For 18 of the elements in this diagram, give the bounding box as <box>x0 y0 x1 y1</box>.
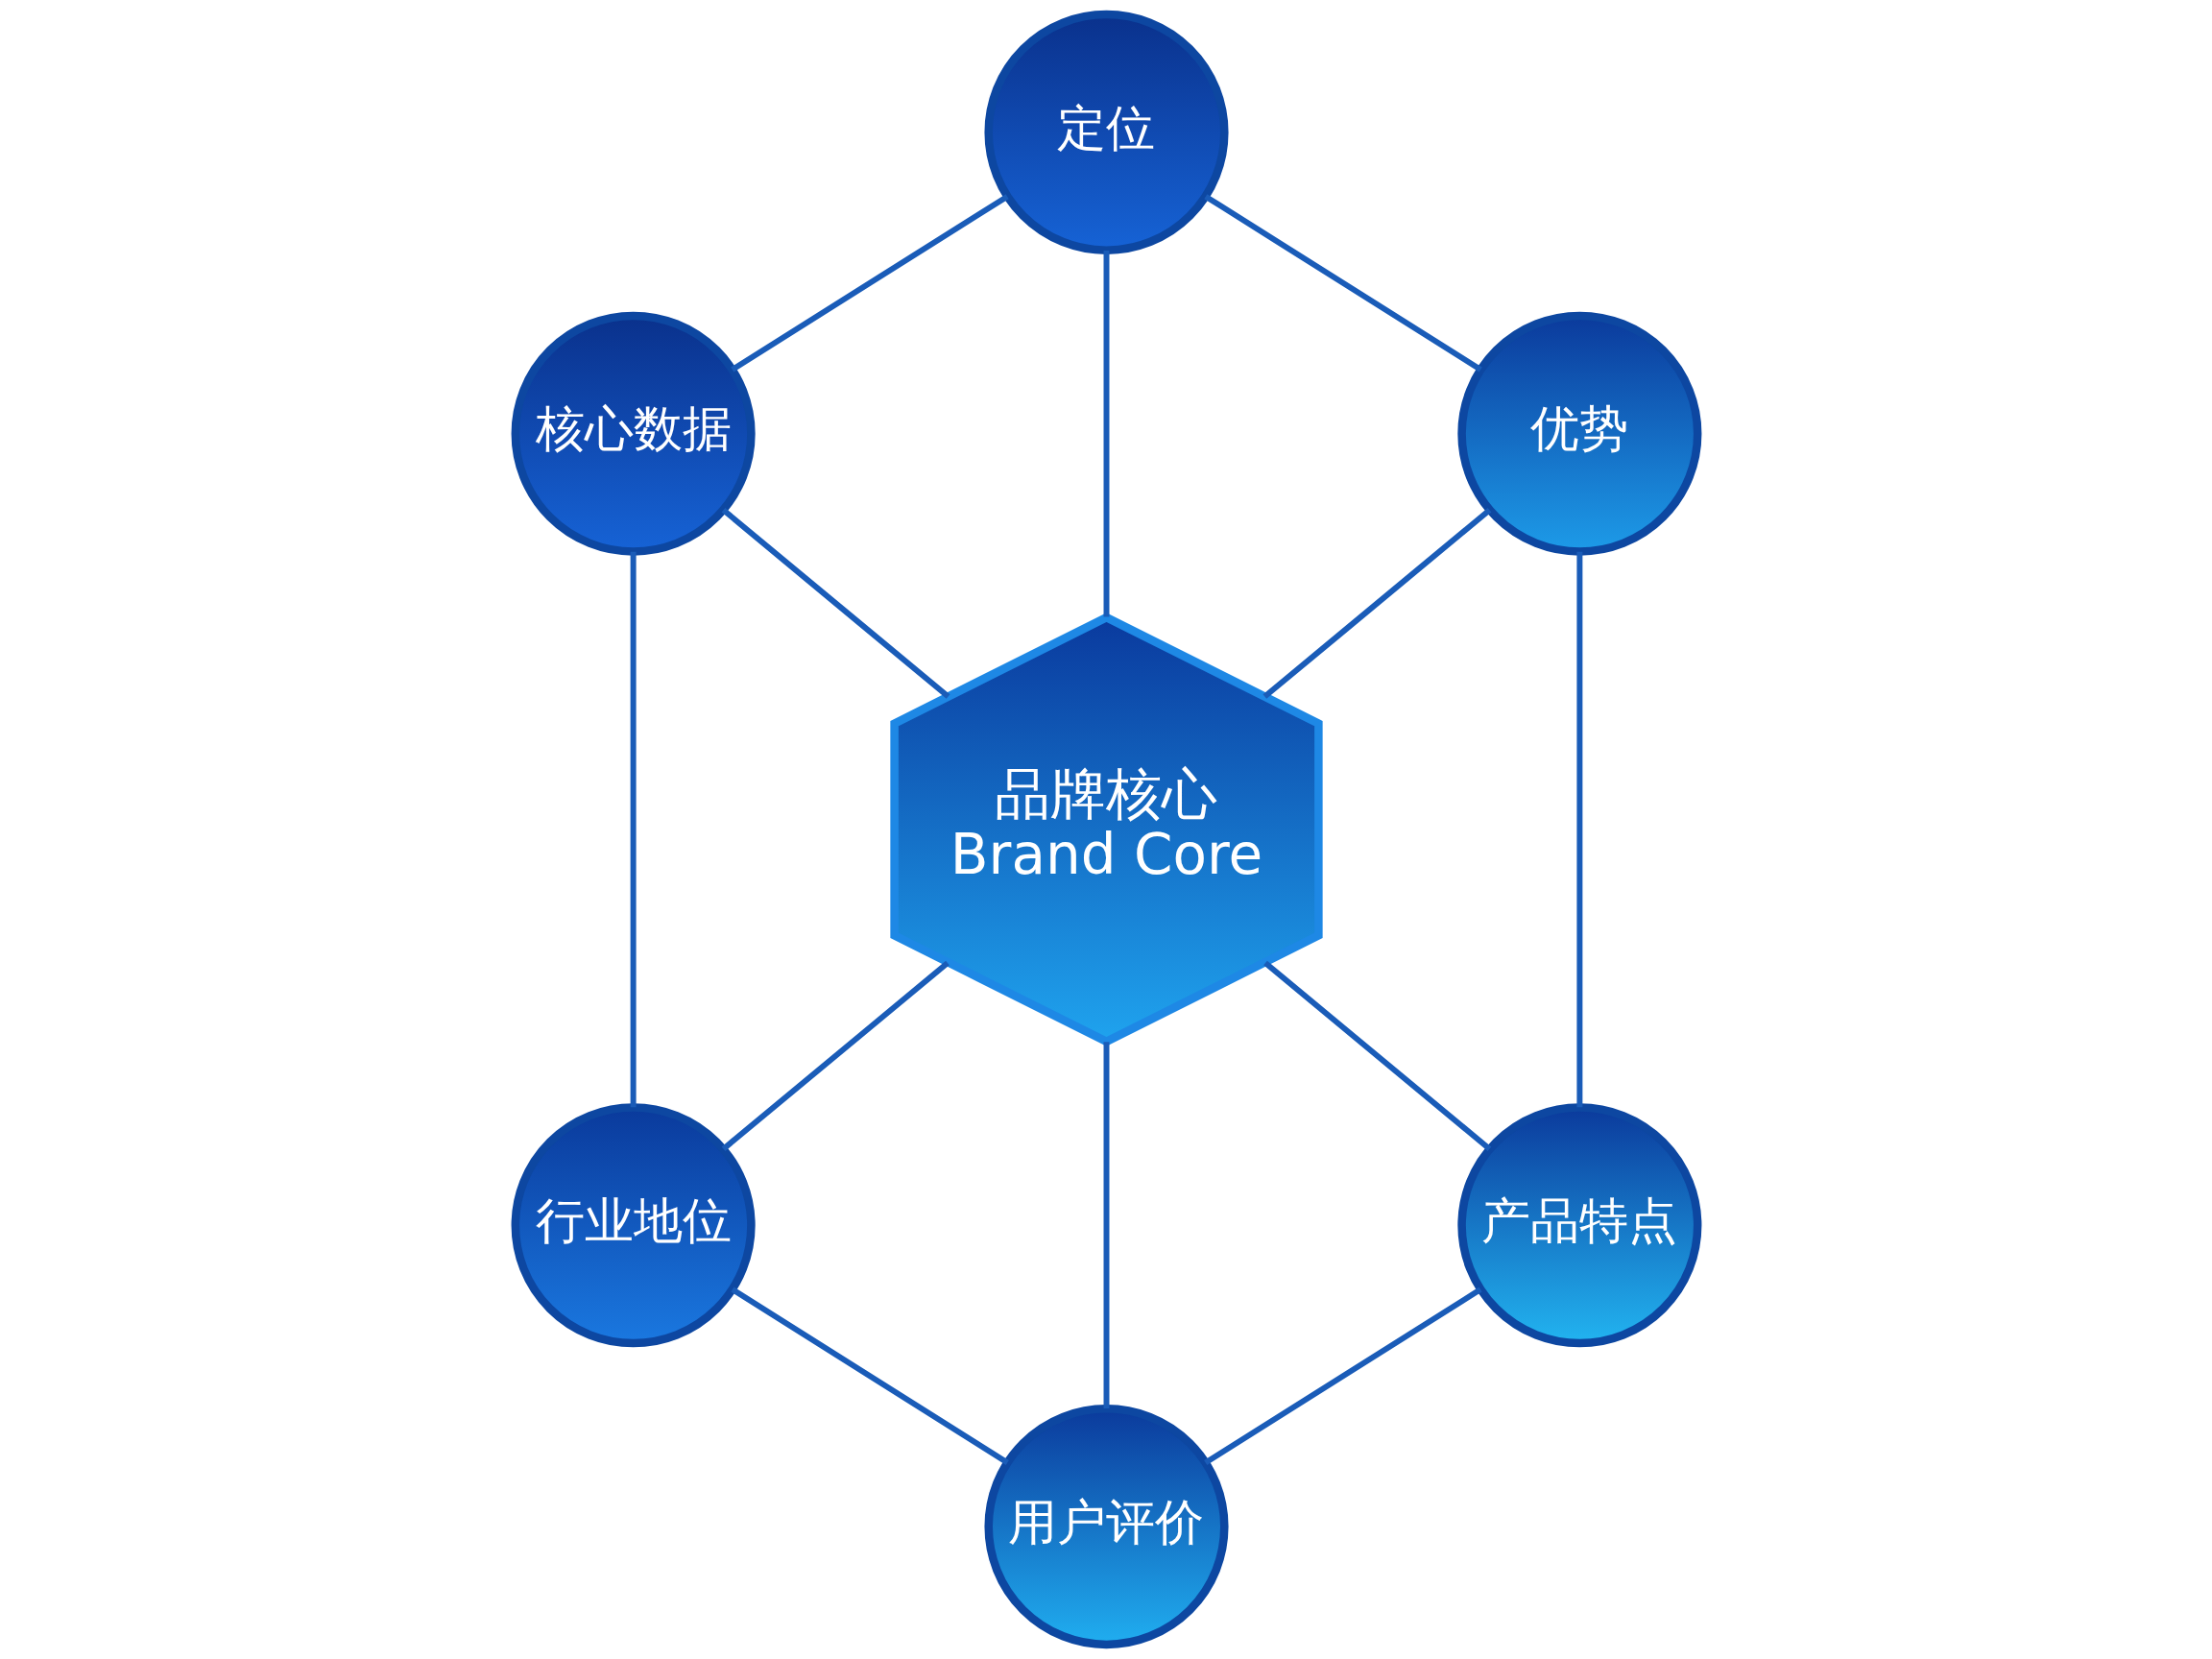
node-circle: 产品特点 <box>1456 1103 1701 1348</box>
node-circle: 核心数据 <box>511 311 756 556</box>
connector <box>630 551 637 1108</box>
connector <box>1103 251 1109 617</box>
node-circle: 优势 <box>1456 311 1701 556</box>
node-circle: 用户评价 <box>983 1405 1229 1649</box>
connector <box>1262 507 1491 699</box>
node-circle: 定位 <box>983 10 1229 254</box>
connector <box>721 960 950 1151</box>
connector <box>730 1286 1009 1465</box>
connector <box>1203 194 1482 373</box>
connector <box>721 507 950 699</box>
connector <box>1262 960 1491 1151</box>
node-circle: 行业地位 <box>511 1103 756 1348</box>
connector <box>730 194 1009 373</box>
connector <box>1575 551 1582 1108</box>
connector <box>1103 1042 1109 1409</box>
connector <box>1203 1286 1482 1465</box>
